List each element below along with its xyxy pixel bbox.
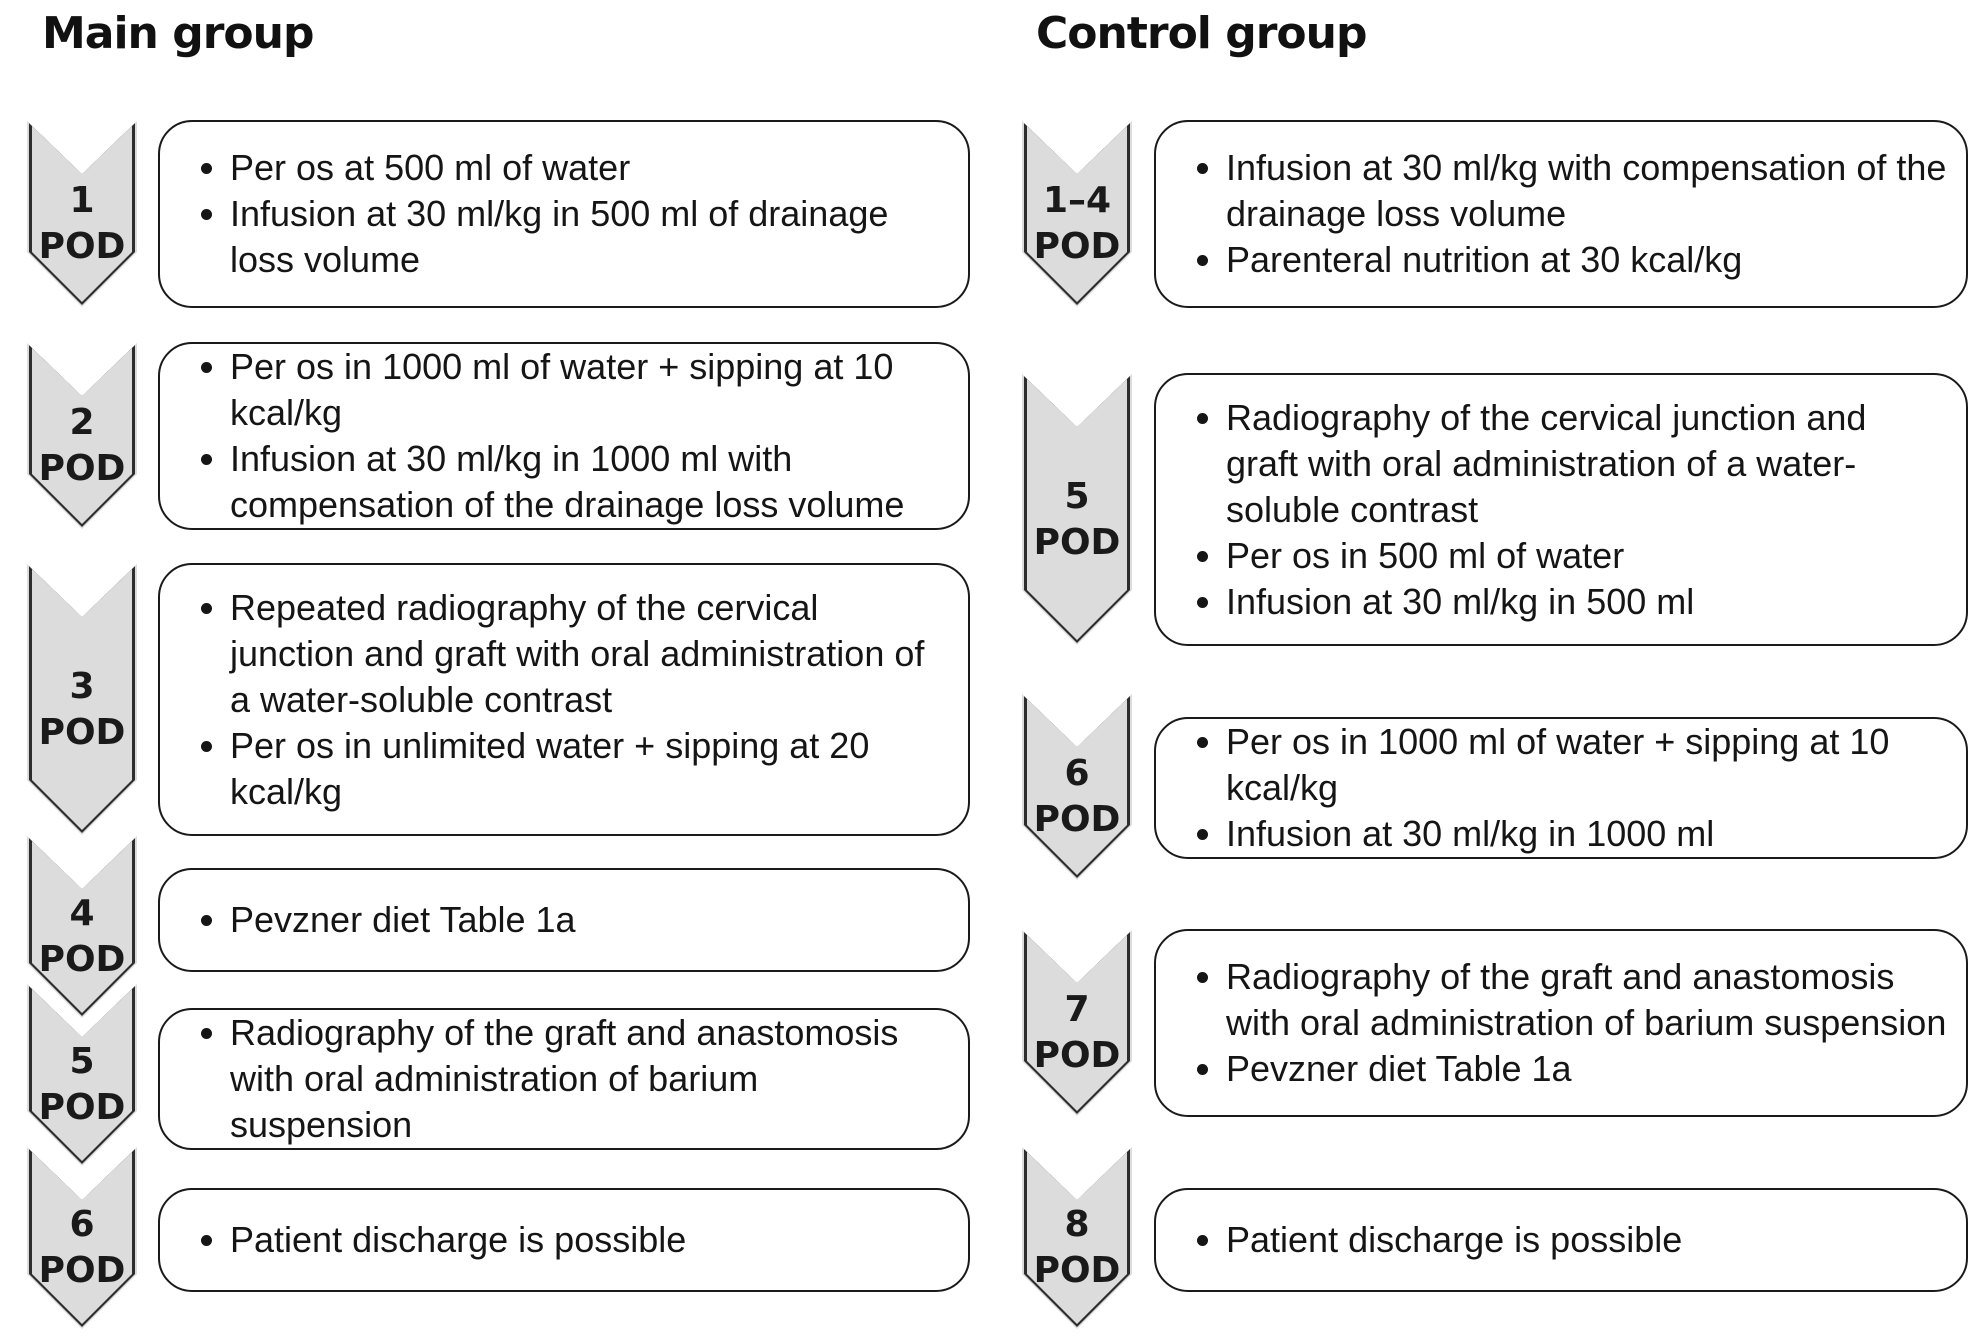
control-pod-step-item: Per os in 500 ml of water [1226, 533, 1948, 579]
main-pod-step-item: Repeated radiography of the cervical jun… [230, 585, 950, 723]
main-pod-step-item: Per os in unlimited water + sipping at 2… [230, 723, 950, 815]
main-pod-step-list: Radiography of the graft and anastomosis… [190, 1010, 950, 1148]
control-pod-step-item: Radiography of the graft and anastomosis… [1226, 954, 1948, 1046]
control-pod-unit: POD [1033, 226, 1121, 267]
main-pod-step-list: Per os at 500 ml of waterInfusion at 30 … [190, 145, 950, 283]
control-pod-step-item: Per os in 1000 ml of water + sipping at … [1226, 719, 1948, 811]
control-pod-step-box: Infusion at 30 ml/kg with compensation o… [1154, 120, 1968, 308]
control-group-title: Control group [1036, 8, 1367, 59]
main-pod-step-list: Per os in 1000 ml of water + sipping at … [190, 344, 950, 528]
control-pod-step-item: Patient discharge is possible [1226, 1217, 1948, 1263]
main-pod-unit: POD [38, 1087, 126, 1128]
main-pod-day-number: 5 [69, 1041, 95, 1082]
main-pod-step-box: Repeated radiography of the cervical jun… [158, 563, 970, 836]
main-pod-step-item: Patient discharge is possible [230, 1217, 950, 1263]
main-pod-step-box: Patient discharge is possible [158, 1188, 970, 1292]
control-pod-day-number: 6 [1064, 753, 1090, 794]
main-pod-step-item: Pevzner diet Table 1a [230, 897, 950, 943]
control-pod-day-number: 1–4 [1042, 180, 1112, 221]
control-pod-step-item: Parenteral nutrition at 30 kcal/kg [1226, 237, 1948, 283]
control-pod-step-item: Infusion at 30 ml/kg with compensation o… [1226, 145, 1948, 237]
control-pod-unit: POD [1033, 799, 1121, 840]
main-pod-step-item: Per os at 500 ml of water [230, 145, 950, 191]
main-pod-unit: POD [38, 448, 126, 489]
control-pod-day-number: 7 [1064, 989, 1090, 1030]
main-pod-step-list: Patient discharge is possible [190, 1217, 950, 1263]
main-pod-step-item: Infusion at 30 ml/kg in 1000 ml with com… [230, 436, 950, 528]
control-pod-unit: POD [1033, 1035, 1121, 1076]
main-pod-step-list: Repeated radiography of the cervical jun… [190, 585, 950, 815]
main-pod-day-number: 2 [69, 402, 95, 443]
main-pod-step-list: Pevzner diet Table 1a [190, 897, 950, 943]
main-pod-step-box: Per os at 500 ml of waterInfusion at 30 … [158, 120, 970, 308]
main-pod-step-item: Radiography of the graft and anastomosis… [230, 1010, 950, 1148]
control-pod-step-list: Patient discharge is possible [1186, 1217, 1948, 1263]
control-pod-step-item: Pevzner diet Table 1a [1226, 1046, 1948, 1092]
control-pod-day-number: 8 [1064, 1204, 1090, 1245]
main-pod-step-box: Per os in 1000 ml of water + sipping at … [158, 342, 970, 530]
main-pod-unit: POD [38, 711, 126, 753]
control-pod-step-item: Infusion at 30 ml/kg in 1000 ml [1226, 811, 1948, 857]
main-pod-day-number: 1 [69, 180, 95, 221]
control-pod-step-list: Per os in 1000 ml of water + sipping at … [1186, 719, 1948, 857]
control-pod-day-number: 5 [1064, 475, 1090, 517]
control-pod-unit: POD [1033, 521, 1121, 563]
main-pod-day-number: 6 [69, 1204, 95, 1245]
main-pod-step-box: Pevzner diet Table 1a [158, 868, 970, 972]
control-pod-step-box: Patient discharge is possible [1154, 1188, 1968, 1292]
main-pod-step-item: Per os in 1000 ml of water + sipping at … [230, 344, 950, 436]
main-pod-unit: POD [38, 226, 126, 267]
main-pod-unit: POD [38, 939, 126, 980]
main-pod-day-number: 3 [69, 665, 95, 707]
main-pod-unit: POD [38, 1250, 126, 1291]
main-group-title: Main group [42, 8, 314, 59]
main-pod-day-number: 4 [69, 893, 95, 934]
control-pod-step-box: Per os in 1000 ml of water + sipping at … [1154, 717, 1968, 859]
main-pod-step-item: Infusion at 30 ml/kg in 500 ml of draina… [230, 191, 950, 283]
control-pod-step-list: Infusion at 30 ml/kg with compensation o… [1186, 145, 1948, 283]
control-pod-step-item: Radiography of the cervical junction and… [1226, 395, 1948, 533]
control-pod-unit: POD [1033, 1250, 1121, 1291]
control-pod-step-box: Radiography of the cervical junction and… [1154, 373, 1968, 646]
control-pod-step-box: Radiography of the graft and anastomosis… [1154, 929, 1968, 1117]
control-pod-step-list: Radiography of the cervical junction and… [1186, 395, 1948, 625]
control-pod-step-list: Radiography of the graft and anastomosis… [1186, 954, 1948, 1092]
main-pod-step-box: Radiography of the graft and anastomosis… [158, 1008, 970, 1150]
control-pod-step-item: Infusion at 30 ml/kg in 500 ml [1226, 579, 1948, 625]
